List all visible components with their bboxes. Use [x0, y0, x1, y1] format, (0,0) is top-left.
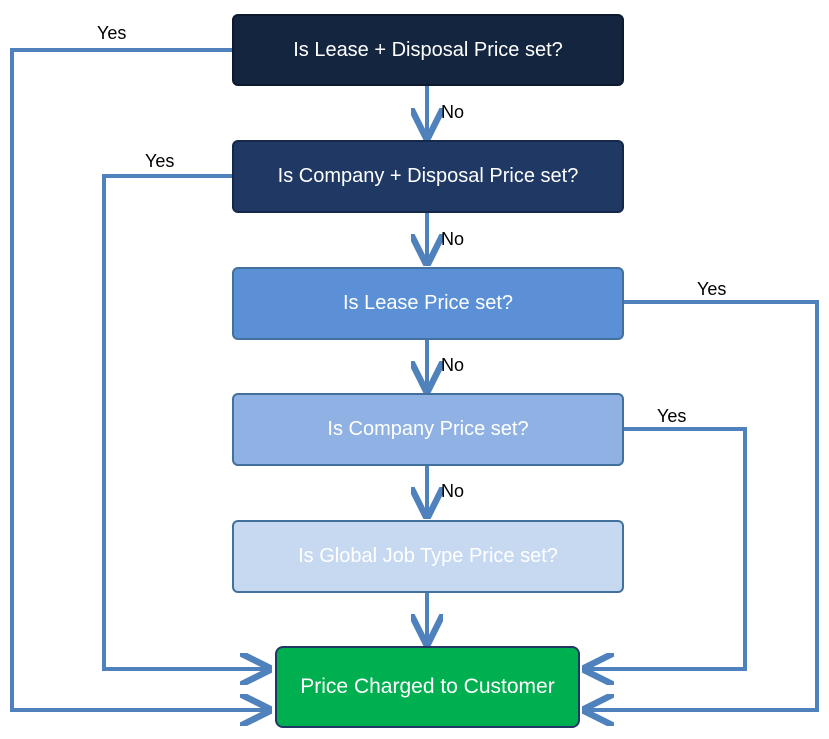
decision-lease: Is Lease Price set? [232, 267, 624, 340]
label-no-3: No [441, 355, 465, 375]
decision-lease-disposal: Is Lease + Disposal Price set? [232, 14, 624, 86]
decision-company-disposal-text: Is Company + Disposal Price set? [277, 165, 579, 187]
decision-company: Is Company Price set? [232, 393, 624, 466]
result-price-charged: Price Charged to Customer [275, 646, 580, 728]
edge-q1-yes-result [10, 48, 268, 710]
label-yes-q3: Yes [697, 279, 727, 299]
decision-lease-text: Is Lease Price set? [342, 292, 514, 314]
label-yes-q2: Yes [145, 151, 175, 171]
label-yes-q1: Yes [97, 23, 127, 43]
edge-q4-yes-result [586, 427, 747, 669]
decision-global-job-type: Is Global Job Type Price set? [232, 520, 624, 593]
label-no-1: No [441, 102, 465, 122]
edge-q3-yes-result [586, 300, 819, 710]
edge-q2-yes-result [102, 174, 268, 669]
decision-lease-disposal-text: Is Lease + Disposal Price set? [293, 38, 563, 61]
decision-company-disposal: Is Company + Disposal Price set? [232, 140, 624, 213]
decision-global-job-type-text: Is Global Job Type Price set? [298, 545, 558, 567]
result-price-charged-text: Price Charged to Customer [300, 675, 555, 698]
decision-company-text: Is Company Price set? [327, 418, 529, 440]
label-no-2: No [441, 229, 465, 249]
label-no-4: No [441, 481, 465, 501]
label-yes-q4: Yes [657, 406, 687, 426]
